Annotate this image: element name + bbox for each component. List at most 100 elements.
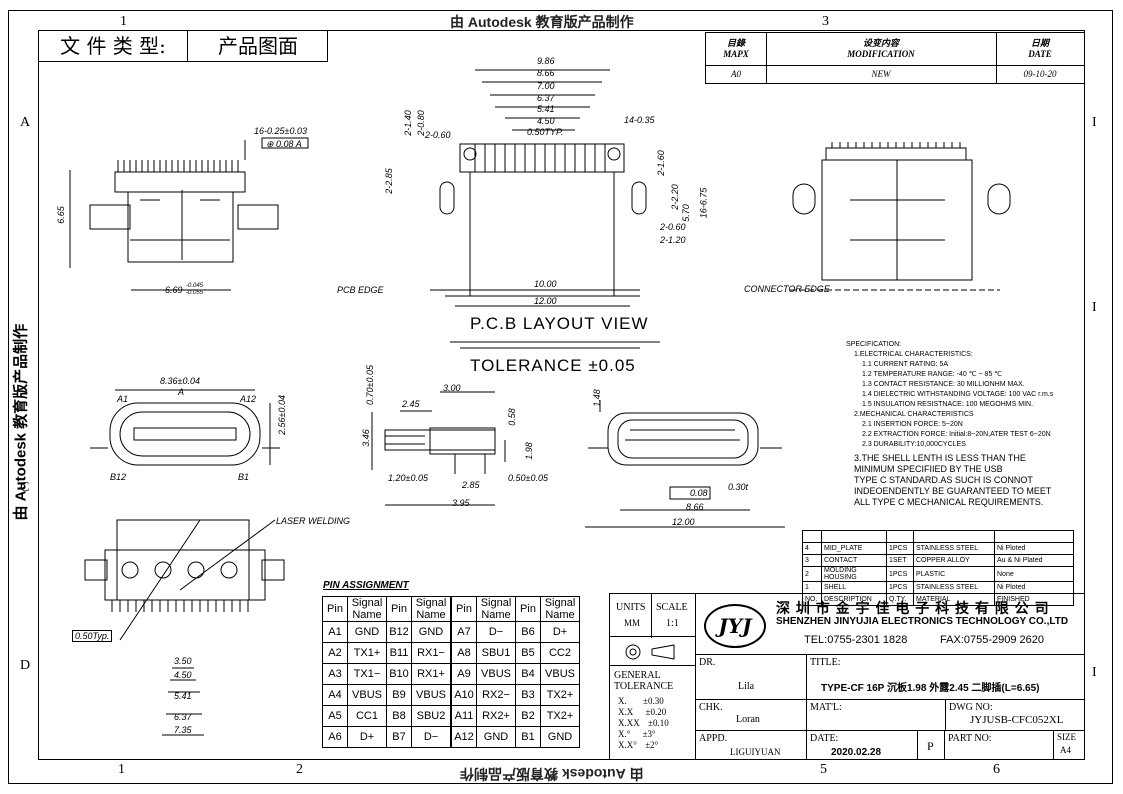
- spec-line: 1.4 DIELECTRIC WITHSTANDING VOLTAGE: 100…: [862, 391, 1054, 398]
- zone-right-1: I: [1092, 115, 1097, 130]
- watermark-top: 由 Autodesk 教育版产品制作: [450, 14, 634, 30]
- rev-h1-en: MAPX: [723, 49, 749, 59]
- rev-h3-en: DATE: [1028, 49, 1052, 59]
- zone-left-a: A: [20, 115, 31, 130]
- dim-pcb-w0: 9.86: [537, 56, 555, 66]
- spec-line: 1.2 TEMPERATURE RANGE: -40 ℃ ~ 85 ℃: [862, 371, 1003, 378]
- doc-type-value: 产品图面: [218, 34, 298, 58]
- dim-pcb-w3: 6.37: [537, 93, 555, 103]
- dim-pcb-pad: 14-0.35: [624, 115, 655, 125]
- dim-bv-5: 7.35: [174, 725, 192, 735]
- company-cell: JYJ 深 圳 市 金 宇 佳 电 子 科 技 有 限 公 司 SHENZHEN…: [695, 593, 1085, 655]
- size-label: SIZE: [1057, 732, 1076, 742]
- doc-type-label: 文 件 类 型:: [39, 31, 188, 61]
- rev-row-mod: NEW: [871, 69, 891, 79]
- bottom-view: [84, 519, 285, 736]
- chk-cell: CHK. Loran: [695, 699, 807, 731]
- dim-rear-1: 0.08: [690, 488, 708, 498]
- zone-bottom-1: 1: [118, 762, 125, 777]
- dim-s2-3: 0.58: [506, 408, 517, 426]
- dim-pcb-w2: 7.00: [537, 81, 555, 91]
- dwg-label: DWG NO:: [949, 702, 993, 713]
- company-name-en: SHENZHEN JINYUJIA ELECTRONICS TECHNOLOGY…: [776, 616, 1069, 627]
- company-logo: JYJ: [704, 604, 766, 648]
- spec-line: 1.1 CURRENT RATING: 5A: [862, 361, 949, 368]
- zone-left-d: D: [20, 658, 31, 673]
- part-no-cell: PART NO:: [944, 730, 1054, 760]
- rev-h2-en: MODIFICATION: [847, 49, 915, 59]
- part-no-label: PART NO:: [948, 733, 992, 744]
- rev-row-mark: A0: [731, 69, 741, 79]
- company-fax: FAX:0755-2909 2620: [940, 634, 1044, 646]
- dim-pcb-w6: 0.50TYP.: [527, 127, 564, 137]
- zone-top-3: 3: [822, 14, 829, 29]
- spec-line: MINIMUM SPECIFIIED BY THE USB: [854, 464, 1003, 474]
- dim-pcb-r3: 16-6.75: [698, 187, 709, 219]
- dim-s2-7: 2.85: [462, 480, 480, 490]
- company-tel: TEL:0755-2301 1828: [804, 634, 908, 646]
- dim-gdt: ⊕ 0.08 A: [266, 139, 302, 149]
- dim-side-height: 6.65: [55, 206, 66, 224]
- pin-label-b1: B1: [238, 472, 250, 482]
- spec-line: 2.2 EXTRACTION FORCE: Initial:8~20N,ATER…: [862, 431, 1051, 438]
- dim-pcb-l2: 2-0.60: [425, 130, 451, 140]
- appd-cell: APPD. LIGUIYUAN: [695, 730, 807, 760]
- title-value: TYPE-CF 16P 沉板1.98 外露2.45 二脚插(L=6.65): [821, 683, 1040, 694]
- company-name-cn: 深 圳 市 金 宇 佳 电 子 科 技 有 限 公 司: [776, 600, 1050, 616]
- dim-pcb-r5: 2-1.20: [660, 235, 686, 245]
- dwg-cell: DWG NO: JYJUSB-CFC052XL: [945, 699, 1085, 731]
- pcb-layout-view: [430, 69, 660, 349]
- dim-pcb-l0: 2-1.40: [402, 110, 413, 136]
- appd-value: LIGUIYUAN: [730, 747, 781, 757]
- dim-pcb-r2: 5.70: [680, 204, 691, 222]
- pin-label-b12: B12: [110, 472, 127, 482]
- zone-bottom-2: 2: [296, 762, 303, 777]
- rev-h3-cn: 日期: [1030, 38, 1049, 48]
- rev-h1-cn: 目錄: [726, 38, 745, 48]
- dim-bv-2: 4.50: [174, 670, 192, 680]
- side-view-2: [371, 391, 506, 506]
- dim-pcb-w4: 5.41: [537, 104, 555, 114]
- scale-label: SCALE: [656, 602, 688, 613]
- dim-rear-4: 12.00: [672, 517, 695, 527]
- connector-edge-label: CONNECTOR EDGE: [744, 284, 830, 294]
- date-value: 2020.02.28: [831, 747, 882, 758]
- dim-pcb-r4: 2-0.60: [660, 222, 686, 232]
- zone-bottom-6: 6: [993, 762, 1000, 777]
- dim-s2-5: 1.98: [523, 442, 534, 460]
- outer-border: [8, 10, 1113, 784]
- dwg-value: JYJUSB-CFC052XL: [970, 714, 1064, 726]
- pcb-layout-title: P.C.B LAYOUT VIEW: [470, 314, 649, 333]
- spec-line: 1.3 CONTACT RESISTANCE: 30 MILLIONHM MAX…: [862, 381, 1025, 388]
- matl-cell: MAT'L:: [806, 699, 946, 731]
- dim-pcb-b0: 10.00: [534, 279, 557, 289]
- dim-s2-4: 3.46: [360, 429, 371, 447]
- dim-bv-0: 0.50Typ.: [72, 630, 113, 642]
- chk-label: CHK.: [699, 702, 723, 713]
- dim-s2-9: 3.95: [452, 498, 470, 508]
- dim-front-width: 8.36±0.04: [160, 376, 200, 386]
- dim-rear-3: 8.66: [686, 502, 704, 512]
- laser-welding-label: LASER WELDING: [276, 516, 351, 526]
- zone-top-1: 1: [120, 14, 127, 29]
- pin-label-a1: A1: [117, 394, 129, 404]
- projection-mark-cell: P: [917, 730, 945, 760]
- zone-left-c: C: [20, 480, 30, 495]
- dim-s2-2: 2.45: [402, 399, 420, 409]
- scale-value: 1:1: [666, 618, 679, 629]
- dim-pcb-w5: 4.50: [537, 116, 555, 126]
- dim-s2-6: 1.20±0.05: [388, 473, 428, 483]
- dr-label: DR.: [699, 657, 716, 668]
- spec-line: 2.1 INSERTION FORCE: 5~20N: [862, 421, 963, 428]
- title-label: TITLE:: [810, 657, 841, 668]
- dr-cell: DR. Lila: [695, 654, 807, 700]
